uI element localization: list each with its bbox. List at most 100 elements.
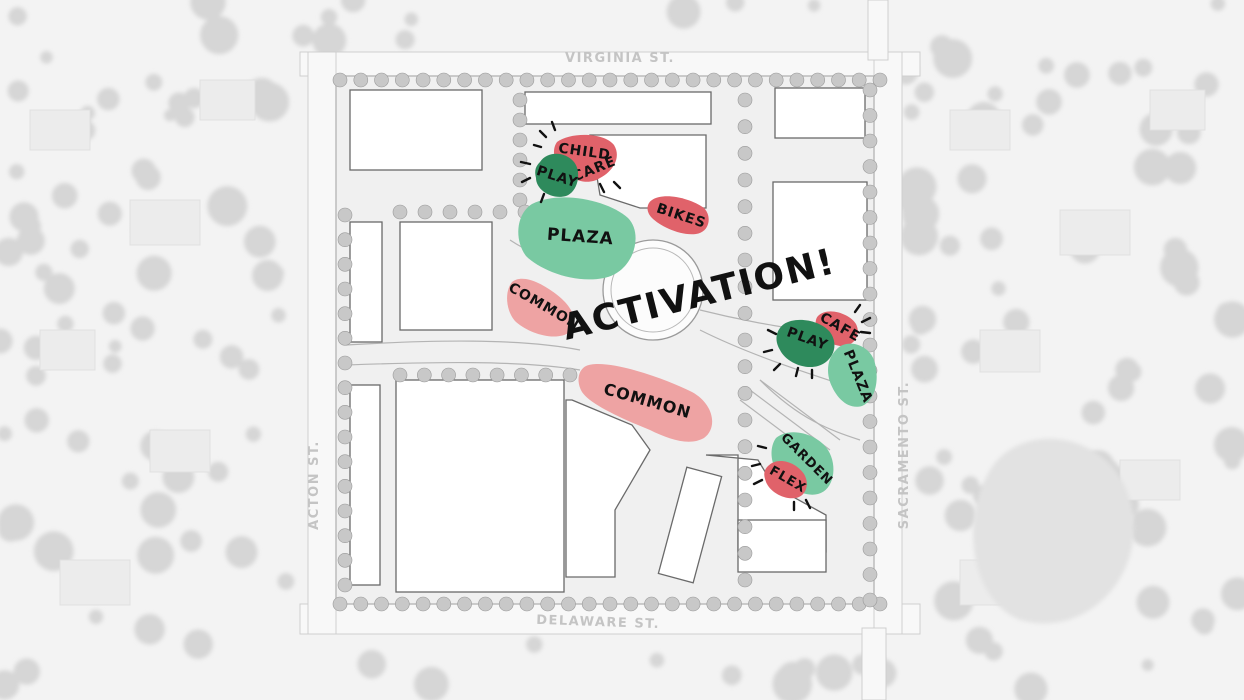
tree-canopy <box>915 466 944 495</box>
site-tree <box>862 490 878 506</box>
street-label-acton: ACTON ST. <box>307 440 322 530</box>
tree-canopy <box>130 316 155 341</box>
site-tree <box>737 545 753 561</box>
tree-canopy <box>726 0 745 12</box>
site-trees <box>332 72 888 612</box>
tree-canopy <box>1195 373 1226 404</box>
site-tree <box>337 478 353 494</box>
tree-canopy <box>0 328 13 354</box>
tree-canopy <box>57 315 74 333</box>
site-tree <box>417 204 433 220</box>
zone-play-north: PLAY <box>534 153 580 197</box>
tree-canopy <box>414 666 449 700</box>
site-tree <box>337 503 353 519</box>
site-tree <box>540 72 556 88</box>
site-tree <box>862 337 878 353</box>
tree-canopy <box>1036 89 1062 115</box>
site-tree <box>492 204 508 220</box>
site-tree <box>519 596 535 612</box>
tree-canopy <box>245 426 262 442</box>
tree-canopy <box>939 235 961 256</box>
tree-canopy <box>933 39 973 78</box>
tree-canopy <box>238 359 260 380</box>
site-tree <box>392 204 408 220</box>
site-tree <box>737 359 753 375</box>
site-tree <box>862 541 878 557</box>
site-tree <box>737 119 753 134</box>
tree-canopy <box>40 51 53 64</box>
site-tree <box>862 312 878 327</box>
site-tree <box>737 332 753 348</box>
tree-canopy <box>340 0 366 13</box>
tree-canopy <box>1003 308 1030 336</box>
site-tree <box>337 454 353 470</box>
site-tree <box>737 385 753 401</box>
site-tree <box>862 108 878 123</box>
tree-canopy <box>292 24 315 47</box>
site-tree <box>332 72 348 88</box>
site-tree <box>737 226 753 241</box>
tree-canopy <box>991 281 1006 296</box>
tree-canopy <box>1164 151 1197 185</box>
site-tree <box>540 596 556 612</box>
tree-canopy <box>103 354 122 374</box>
site-tree <box>514 367 529 383</box>
site-tree <box>789 72 805 88</box>
tree-canopy <box>277 573 295 590</box>
site-tree <box>581 72 597 88</box>
tree-canopy <box>136 255 172 291</box>
site-tree <box>465 367 481 383</box>
site-tree <box>337 281 353 297</box>
tree-canopy <box>193 329 213 349</box>
tree-canopy <box>911 315 930 335</box>
site-tree <box>353 596 369 612</box>
tree-canopy <box>225 536 258 569</box>
zone-common-south: COMMON <box>578 364 713 442</box>
site-tree <box>337 232 353 247</box>
tree-canopy <box>1221 577 1244 611</box>
tree-canopy <box>51 182 78 209</box>
site-tree <box>602 596 618 612</box>
tree-canopy <box>1038 57 1055 74</box>
tree-canopy <box>121 472 139 490</box>
site-tree <box>602 72 618 88</box>
zone-plaza-north: PLAZA <box>518 197 636 280</box>
site-tree <box>737 439 753 455</box>
tree-canopy <box>526 636 543 653</box>
tree-canopy <box>271 266 285 280</box>
tree-canopy <box>961 339 986 364</box>
site-tree <box>415 596 431 612</box>
tree-canopy <box>1136 585 1170 619</box>
buildings <box>349 87 868 593</box>
site-tree <box>436 72 452 88</box>
site-tree <box>768 596 784 612</box>
tree-canopy <box>174 107 195 128</box>
tree-canopy <box>145 73 163 91</box>
tree-canopy <box>957 164 987 194</box>
tree-canopy <box>208 461 229 482</box>
tree-canopy <box>1107 374 1135 402</box>
site-tree <box>737 146 753 161</box>
site-tree <box>332 596 348 612</box>
site-tree <box>737 492 753 508</box>
site-tree <box>478 72 493 88</box>
tree-canopy <box>649 652 665 668</box>
site-tree <box>394 72 410 88</box>
site-tree <box>737 519 753 535</box>
site-tree <box>353 72 369 88</box>
site-tree <box>862 286 878 302</box>
site-tree <box>457 72 472 88</box>
zone-play-east: PLAY <box>776 319 835 368</box>
tree-canopy <box>395 30 415 50</box>
tree-canopy <box>1064 62 1090 88</box>
site-tree <box>392 367 408 383</box>
site-tree <box>737 465 753 481</box>
site-tree <box>862 82 878 98</box>
tree-canopy <box>43 273 75 305</box>
site-tree <box>623 72 639 88</box>
tree-canopy <box>102 301 126 325</box>
site-tree <box>374 72 389 88</box>
site-tree <box>498 596 514 612</box>
tree-canopy <box>108 339 122 353</box>
site-tree <box>581 596 597 612</box>
